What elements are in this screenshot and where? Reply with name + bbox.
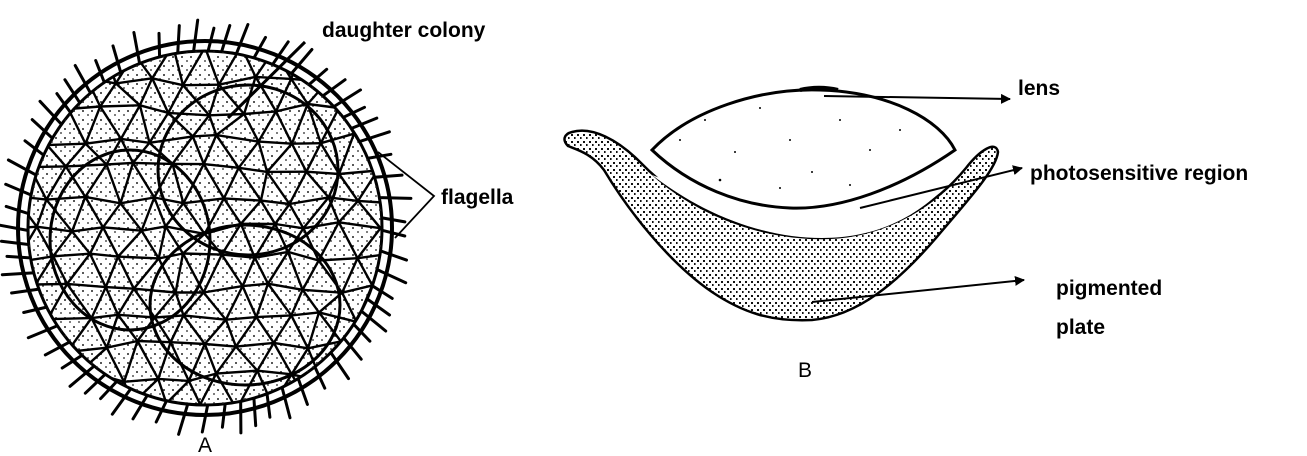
pigmented-plate-label-line2: plate — [1056, 316, 1105, 339]
eyespot-figure: lens photosensitive region pigmented pla… — [565, 77, 1249, 382]
flagella-pointer — [378, 152, 434, 238]
daughter-colony-label: daughter colony — [322, 19, 486, 42]
figure-b-caption: B — [798, 359, 812, 382]
photosensitive-region-label: photosensitive region — [1030, 162, 1248, 185]
pigmented-plate-label-line1: pigmented — [1056, 277, 1162, 300]
figure-a-caption: A — [198, 434, 212, 456]
flagella-label: flagella — [441, 186, 514, 209]
colony-figure: daughter colony flagella A — [0, 19, 514, 456]
lens-shape — [652, 90, 955, 208]
lens-label: lens — [1018, 77, 1060, 100]
